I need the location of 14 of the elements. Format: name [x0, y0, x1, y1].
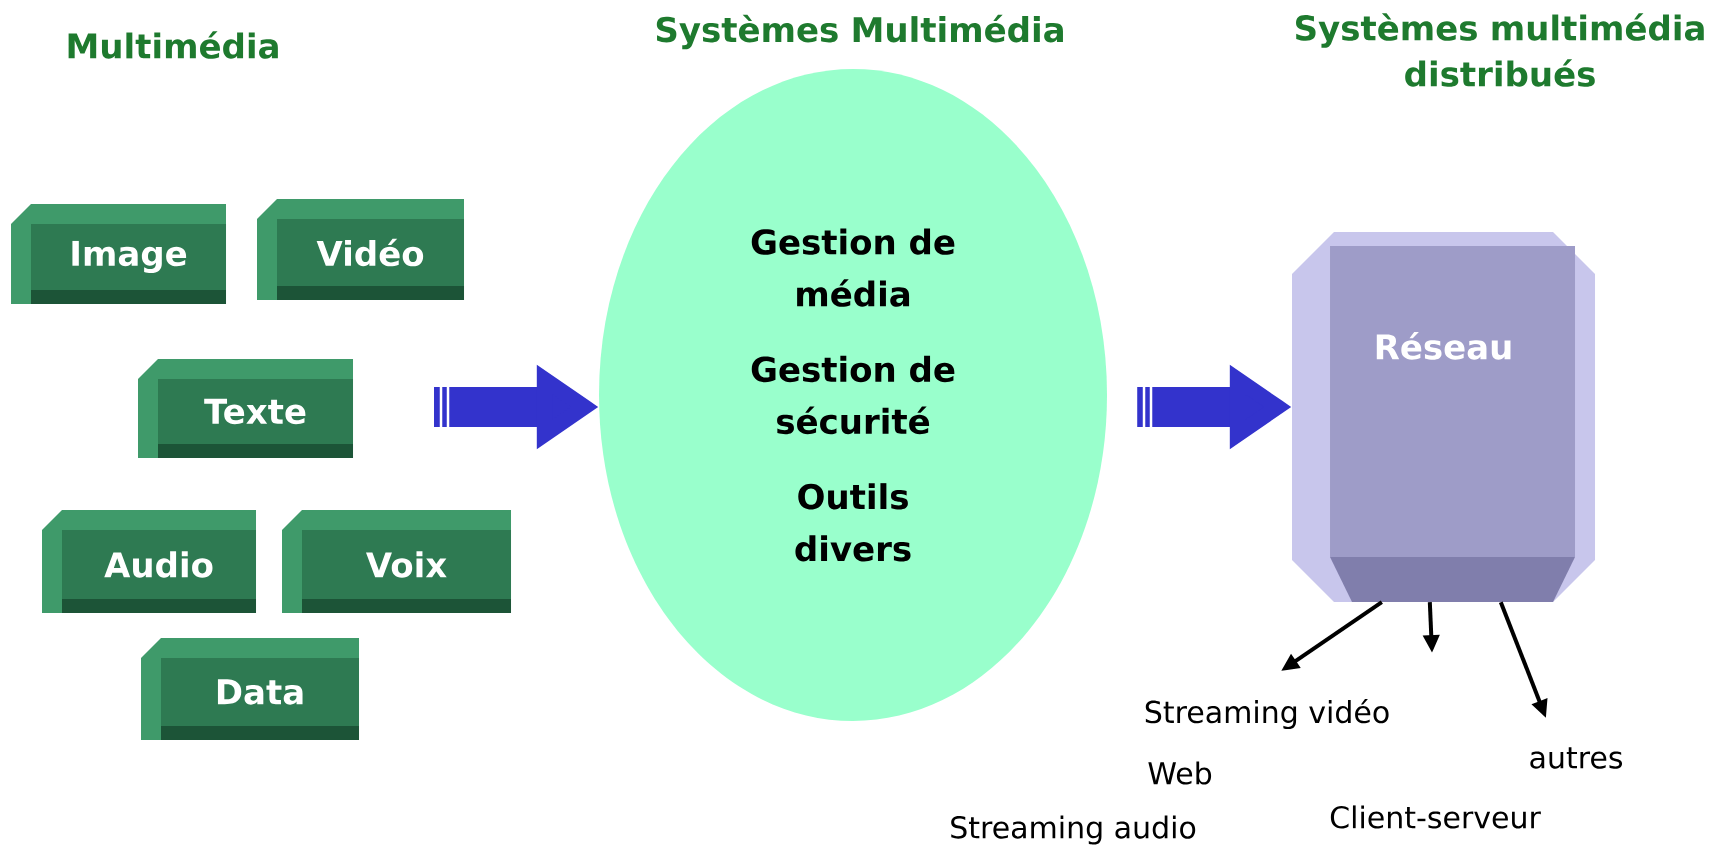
- category-label: autres: [1530, 747, 1623, 769]
- media-block: Vidéo: [257, 199, 464, 300]
- category-label: Streaming audio: [951, 815, 1196, 845]
- category-label: Client-serveur: [1330, 805, 1541, 829]
- category-label: Streaming vidéo: [1145, 698, 1389, 730]
- category-label: Web: [1148, 761, 1212, 785]
- heading: Systèmes multimédia distribués: [1296, 13, 1704, 87]
- media-block: Image: [11, 204, 226, 304]
- media-block: Voix: [282, 510, 511, 613]
- network-block: Réseau: [1292, 232, 1595, 602]
- media-block: Audio: [42, 510, 256, 613]
- heading: Multimédia: [68, 31, 278, 59]
- media-block: Texte: [138, 359, 353, 458]
- media-block: Data: [141, 638, 359, 740]
